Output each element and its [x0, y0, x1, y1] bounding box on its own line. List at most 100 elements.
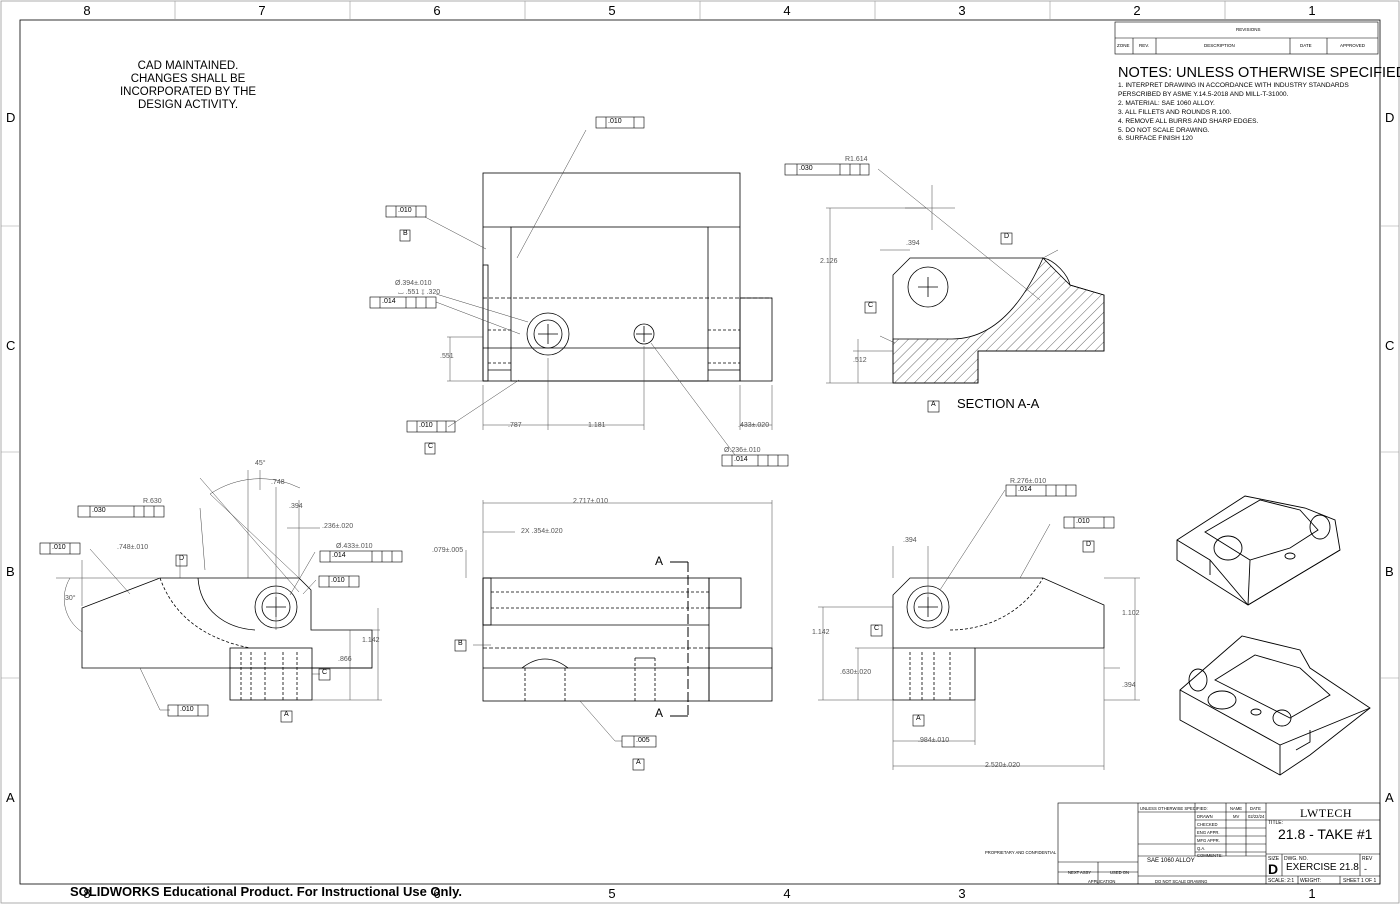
datum-b-front: B [403, 230, 408, 237]
row-checked: CHECKED [1197, 822, 1218, 827]
zone-left-a: A [6, 790, 15, 805]
dim-236: .236±.020 [322, 523, 354, 530]
zone-top-6: 6 [433, 3, 441, 18]
dim-r276: R.276±.010 [1010, 478, 1047, 485]
rev-col-description: DESCRIPTION [1204, 43, 1235, 48]
zone-top-7: 7 [258, 3, 266, 18]
cad-maintained-note: CAD MAINTAINED. CHANGES SHALL BE INCORPO… [119, 60, 257, 111]
zone-top-3: 3 [958, 3, 966, 18]
fcf-perpendicularity-value: .010 [398, 207, 412, 214]
dim-45deg: 45° [255, 460, 266, 467]
dim-787: .787 [508, 422, 522, 429]
solidworks-watermark: SOLIDWORKS Educational Product. For Inst… [70, 884, 462, 899]
zone-left-d: D [6, 110, 16, 125]
dim-394-right: .394 [903, 537, 917, 544]
dim-512: .512 [853, 357, 867, 364]
row-drawn: DRAWN [1197, 814, 1213, 819]
zone-bottom-1: 1 [1308, 886, 1316, 901]
title-block [1057, 802, 1381, 885]
zone-right-c: C [1385, 338, 1395, 353]
datum-d-left: D [179, 555, 185, 562]
dim-551: .551 [440, 353, 454, 360]
dim-079: .079±.005 [432, 547, 464, 554]
dim-hole-394: Ø.394±.010 [395, 280, 432, 287]
fcf-angularity-value: .010 [52, 544, 66, 551]
note-item: PERSCRIBED BY ASME Y.14.5-2018 AND MILL-… [1118, 90, 1289, 98]
fcf-parallel-right-value: .010 [1076, 518, 1090, 525]
zone-bottom-5: 5 [608, 886, 616, 901]
dim-2126: 2.126 [820, 258, 838, 265]
drawn-date: 02/22/24 [1248, 814, 1265, 819]
fcf-parallel-left-value: .010 [180, 706, 194, 713]
dim-984: .984±.010 [918, 737, 950, 744]
section-a-a-label: SECTION A-A [957, 396, 1040, 411]
datum-boxes [175, 232, 1095, 771]
zone-top-5: 5 [608, 3, 616, 18]
datum-b-center: B [458, 640, 463, 647]
dim-394-left: .394 [289, 503, 303, 510]
date-col: DATE [1250, 806, 1261, 811]
sheet-size: D [1268, 861, 1279, 877]
dim-2717: 2.717±.010 [573, 498, 608, 505]
fcf-angularity-c-value: .010 [331, 577, 345, 584]
dim-r1614: R1.614 [845, 156, 868, 163]
dim-1142-left: 1.142 [362, 637, 380, 644]
fcf-position-value: .014 [382, 298, 396, 305]
row-mfg-appr: MFG APPR. [1197, 838, 1220, 843]
notes-title: NOTES: UNLESS OTHERWISE SPECIFIED: [1118, 65, 1400, 81]
drawing-number: EXERCISE 21.8 [1286, 862, 1359, 873]
title-label: TITLE: [1268, 820, 1284, 826]
material: SAE 1060 ALLOY [1147, 858, 1195, 864]
fcf-position-276-value: .014 [1018, 486, 1032, 493]
weight: WEIGHT: [1300, 878, 1321, 884]
rev-col-approved: APPROVED [1340, 43, 1366, 48]
dim-394-right-b: .394 [1122, 682, 1136, 689]
datum-c-right: C [874, 625, 880, 632]
zone-bottom-3: 3 [958, 886, 966, 901]
dim-394-section: .394 [906, 240, 920, 247]
rev-col-rev: REV. [1139, 43, 1150, 48]
dim-r630: R.630 [143, 498, 162, 505]
dim-748: .748 [271, 479, 285, 486]
company-name: LWTECH [1300, 806, 1353, 820]
fcf-perp-bottom-value: .010 [419, 422, 433, 429]
revision-value: - [1364, 864, 1367, 874]
isometric-view-top [1176, 495, 1341, 606]
row-comments: COMMENTS: [1197, 853, 1223, 858]
zone-top-8: 8 [83, 3, 91, 18]
dim-433: .433±.020 [738, 422, 770, 429]
right-view [892, 577, 1105, 701]
row-qa: Q.A. [1197, 846, 1206, 851]
inner-border [19, 19, 1381, 885]
dim-748-left: .748±.010 [117, 544, 149, 551]
note-item: 5. DO NOT SCALE DRAWING. [1118, 126, 1210, 134]
rev-col-zone: ZONE [1117, 43, 1130, 48]
fcf-parallelism-value: .010 [608, 118, 622, 125]
note-item: 3. ALL FILLETS AND ROUNDS R.100. [1118, 108, 1232, 116]
left-view [81, 577, 373, 701]
datum-a-center: A [636, 759, 641, 766]
section-mark-top: A [655, 554, 664, 568]
drawing-title: 21.8 - TAKE #1 [1278, 826, 1373, 842]
dim-2520: 2.520±.020 [985, 762, 1020, 769]
dim-30deg: 30° [65, 595, 76, 602]
fcf-position-236-value: .014 [734, 456, 748, 463]
next-assy: NEXT ASSY [1068, 870, 1092, 875]
name-col: NAME [1230, 806, 1243, 811]
zone-right-d: D [1385, 110, 1395, 125]
dim-1142-right: 1.142 [812, 629, 830, 636]
isometric-view-bottom [1179, 635, 1371, 776]
fcf-boxes [39, 116, 1115, 748]
zone-bottom-4: 4 [783, 886, 791, 901]
scale: SCALE: 2:1 [1268, 878, 1295, 884]
front-view [482, 172, 773, 382]
dim-866: .866 [338, 656, 352, 663]
section-mark-bottom: A [655, 706, 664, 720]
zone-bottom-8: 8 [83, 886, 91, 901]
dim-354: 2X .354±.020 [521, 528, 563, 535]
dim-630: .630±.020 [840, 669, 872, 676]
zone-left-b: B [6, 564, 15, 579]
sheet-number: SHEET 1 OF 1 [1343, 878, 1377, 884]
zone-top-4: 4 [783, 3, 791, 18]
